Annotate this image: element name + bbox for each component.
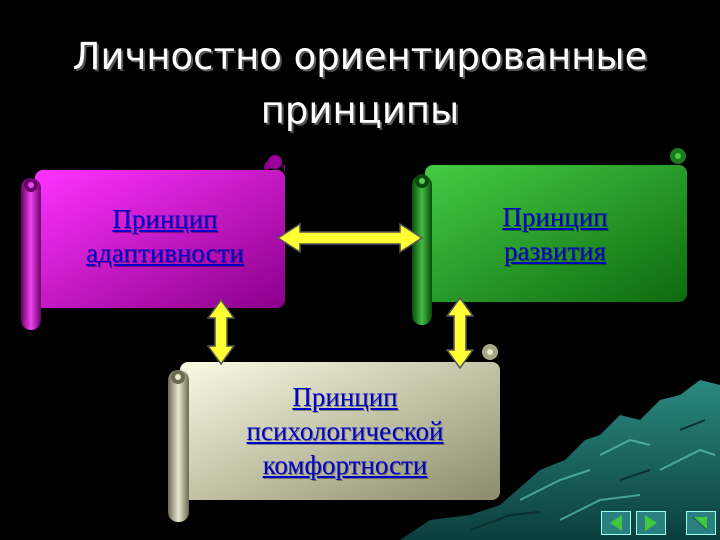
end-show-button[interactable] bbox=[686, 511, 716, 535]
decorative-rock bbox=[400, 380, 720, 540]
title-line-1: Личностно ориентированные bbox=[72, 35, 648, 78]
slide-title: Личностно ориентированные принципы bbox=[0, 30, 720, 138]
prev-slide-button[interactable] bbox=[601, 511, 631, 535]
link-principle-adaptivity[interactable]: Принцип адаптивности bbox=[45, 202, 285, 270]
link-adaptivity-line-2: адаптивности bbox=[86, 238, 244, 268]
double-arrow-left-vertical bbox=[206, 298, 236, 366]
double-arrow-right-vertical bbox=[445, 296, 475, 370]
end-icon bbox=[692, 516, 708, 531]
link-adaptivity-line-1: Принцип bbox=[112, 204, 218, 234]
link-comfort-line-3: комфортности bbox=[262, 450, 428, 480]
link-comfort-line-1: Принцип bbox=[292, 382, 398, 412]
link-development-line-1: Принцип bbox=[502, 202, 608, 232]
scroll-adaptivity bbox=[21, 155, 285, 330]
double-arrow-horizontal bbox=[276, 222, 424, 254]
triangle-left-icon bbox=[610, 515, 622, 531]
link-principle-comfort[interactable]: Принцип психологической комфортности bbox=[195, 380, 495, 482]
triangle-right-icon bbox=[645, 515, 657, 531]
link-development-line-2: развития bbox=[503, 236, 606, 266]
scroll-development bbox=[412, 148, 687, 325]
link-principle-development[interactable]: Принцип развития bbox=[430, 200, 680, 268]
title-line-2: принципы bbox=[260, 89, 460, 132]
link-comfort-line-2: психологической bbox=[246, 416, 444, 446]
scroll-comfort bbox=[168, 344, 500, 522]
next-slide-button[interactable] bbox=[636, 511, 666, 535]
